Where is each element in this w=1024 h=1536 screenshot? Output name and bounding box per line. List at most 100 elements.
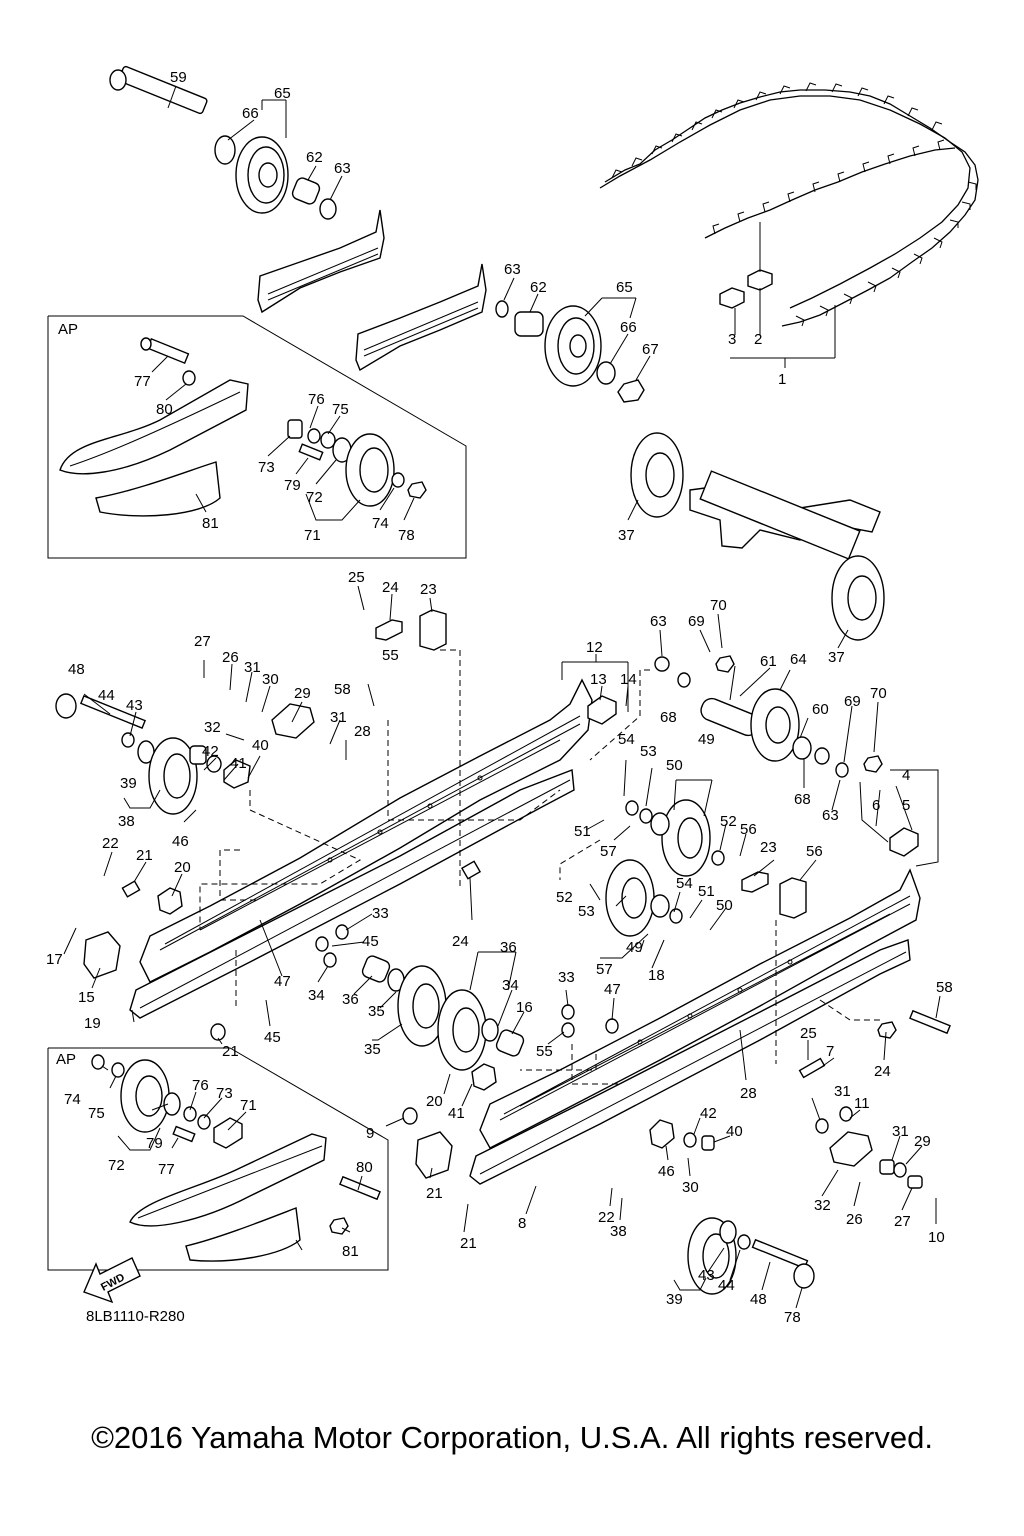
callout-24: 24	[382, 579, 399, 596]
callout-49b: 57	[596, 961, 613, 978]
ap-label-top: AP	[58, 321, 78, 338]
callout-49: 49	[698, 731, 715, 748]
callout-26: 26	[222, 649, 239, 666]
callout-53: 53	[640, 743, 657, 760]
callout-75: 75	[332, 401, 349, 418]
callout-17: 15	[78, 989, 95, 1006]
callout-47: 34	[308, 987, 325, 1004]
callout-73: 73	[258, 459, 275, 476]
callout-23: 23	[420, 581, 437, 598]
callout-32: 32	[204, 719, 221, 736]
callout-24c: 23	[760, 839, 777, 856]
callout-31d: 29	[914, 1133, 931, 1150]
callout-29b: 32	[814, 1197, 831, 1214]
callout-25b: 7	[826, 1043, 834, 1060]
callout-66: 66	[242, 105, 259, 122]
callout-21d: 22	[598, 1209, 615, 1226]
callout-36: 35	[368, 1003, 385, 1020]
callout-35b: 36	[500, 939, 517, 956]
callout-77b: 80	[356, 1159, 373, 1176]
callout-74: 74	[372, 515, 389, 532]
callout-40b: 46	[658, 1163, 675, 1180]
callout-28: 28	[354, 723, 371, 740]
hardware-misc	[83, 609, 951, 1295]
callout-40: 40	[252, 737, 269, 754]
callout-71b: 72	[108, 1157, 125, 1174]
callout-27b: 10	[928, 1229, 945, 1246]
callout-22b: 38	[610, 1223, 627, 1240]
callout-48: 48	[68, 661, 85, 678]
callout-42: 42	[202, 743, 219, 760]
callout-79: 79	[284, 477, 301, 494]
callout-63: 63	[334, 160, 351, 177]
callout-1: 1	[778, 371, 786, 388]
callout-58: 58	[334, 681, 351, 698]
callout-23b: 56	[806, 843, 823, 860]
callout-7: 28	[740, 1085, 757, 1102]
callout-25: 25	[348, 569, 365, 586]
callout-58b: 24	[874, 1063, 891, 1080]
callout-35: 35	[364, 1041, 381, 1058]
callout-24d: 25	[800, 1025, 817, 1042]
callout-4: 4	[902, 767, 910, 784]
callout-71: 71	[304, 527, 321, 544]
callout-3: 3	[728, 331, 736, 348]
rail-fragment-upper	[257, 209, 645, 403]
callout-33: 33	[372, 905, 389, 922]
callout-21: 21	[136, 847, 153, 864]
callout-41: 41	[230, 755, 247, 772]
callout-20: 20	[174, 859, 191, 876]
callout-26b: 27	[894, 1213, 911, 1230]
callout-56b: 52	[556, 889, 573, 906]
ap-panel-bottom	[47, 1047, 389, 1304]
callout-29: 29	[294, 685, 311, 702]
callout-37b: 37	[828, 649, 845, 666]
callout-55: 55	[382, 647, 399, 664]
callout-59: 59	[170, 69, 187, 86]
callout-46: 46	[172, 833, 189, 850]
callout-74b: 75	[88, 1105, 105, 1122]
callout-43b: 44	[718, 1277, 735, 1294]
callout-69: 69	[688, 613, 705, 630]
callout-45b: 33	[558, 969, 575, 986]
callout-5: 5	[902, 797, 910, 814]
callout-30b: 31	[892, 1123, 909, 1140]
callout-55b: 58	[936, 979, 953, 996]
callout-60: 60	[812, 701, 829, 718]
callout-63c: 63	[650, 613, 667, 630]
callout-13: 13	[590, 671, 607, 688]
callout-68b: 68	[794, 791, 811, 808]
track-belt	[599, 82, 979, 368]
callout-51: 51	[574, 823, 591, 840]
callout-64: 64	[790, 651, 807, 668]
callout-36b: 34	[502, 977, 519, 994]
callout-10: 8	[518, 1215, 526, 1232]
ap-panel-top	[47, 315, 467, 559]
callout-80b: 81	[342, 1243, 359, 1260]
callout-43: 43	[126, 697, 143, 714]
callout-76: 76	[308, 391, 325, 408]
idler-wheel-assembly-top	[109, 65, 337, 220]
callout-61: 61	[760, 653, 777, 670]
callout-44: 44	[98, 687, 115, 704]
callout-27: 27	[194, 633, 211, 650]
callout-42b: 40	[726, 1123, 743, 1140]
callout-6: 6	[872, 797, 880, 814]
slide-rail-left	[129, 678, 593, 1019]
wheels-mid	[55, 693, 725, 1071]
callout-labels: 59 65 66 62 63 63 62 65 66 67 3 2 1 77 8…	[46, 69, 953, 1326]
callout-2: 2	[754, 331, 762, 348]
callout-33b: 47	[604, 981, 621, 998]
callout-28b: 31	[834, 1083, 851, 1100]
leader-lines	[63, 85, 941, 1309]
callout-50: 50	[666, 757, 683, 774]
callout-45: 45	[362, 933, 379, 950]
callout-52: 52	[720, 813, 737, 830]
callout-12: 12	[586, 639, 603, 656]
callout-22: 22	[102, 835, 119, 852]
callout-78: 78	[398, 527, 415, 544]
callout-51b: 50	[716, 897, 733, 914]
callout-68: 68	[660, 709, 677, 726]
callout-14: 14	[620, 671, 637, 688]
